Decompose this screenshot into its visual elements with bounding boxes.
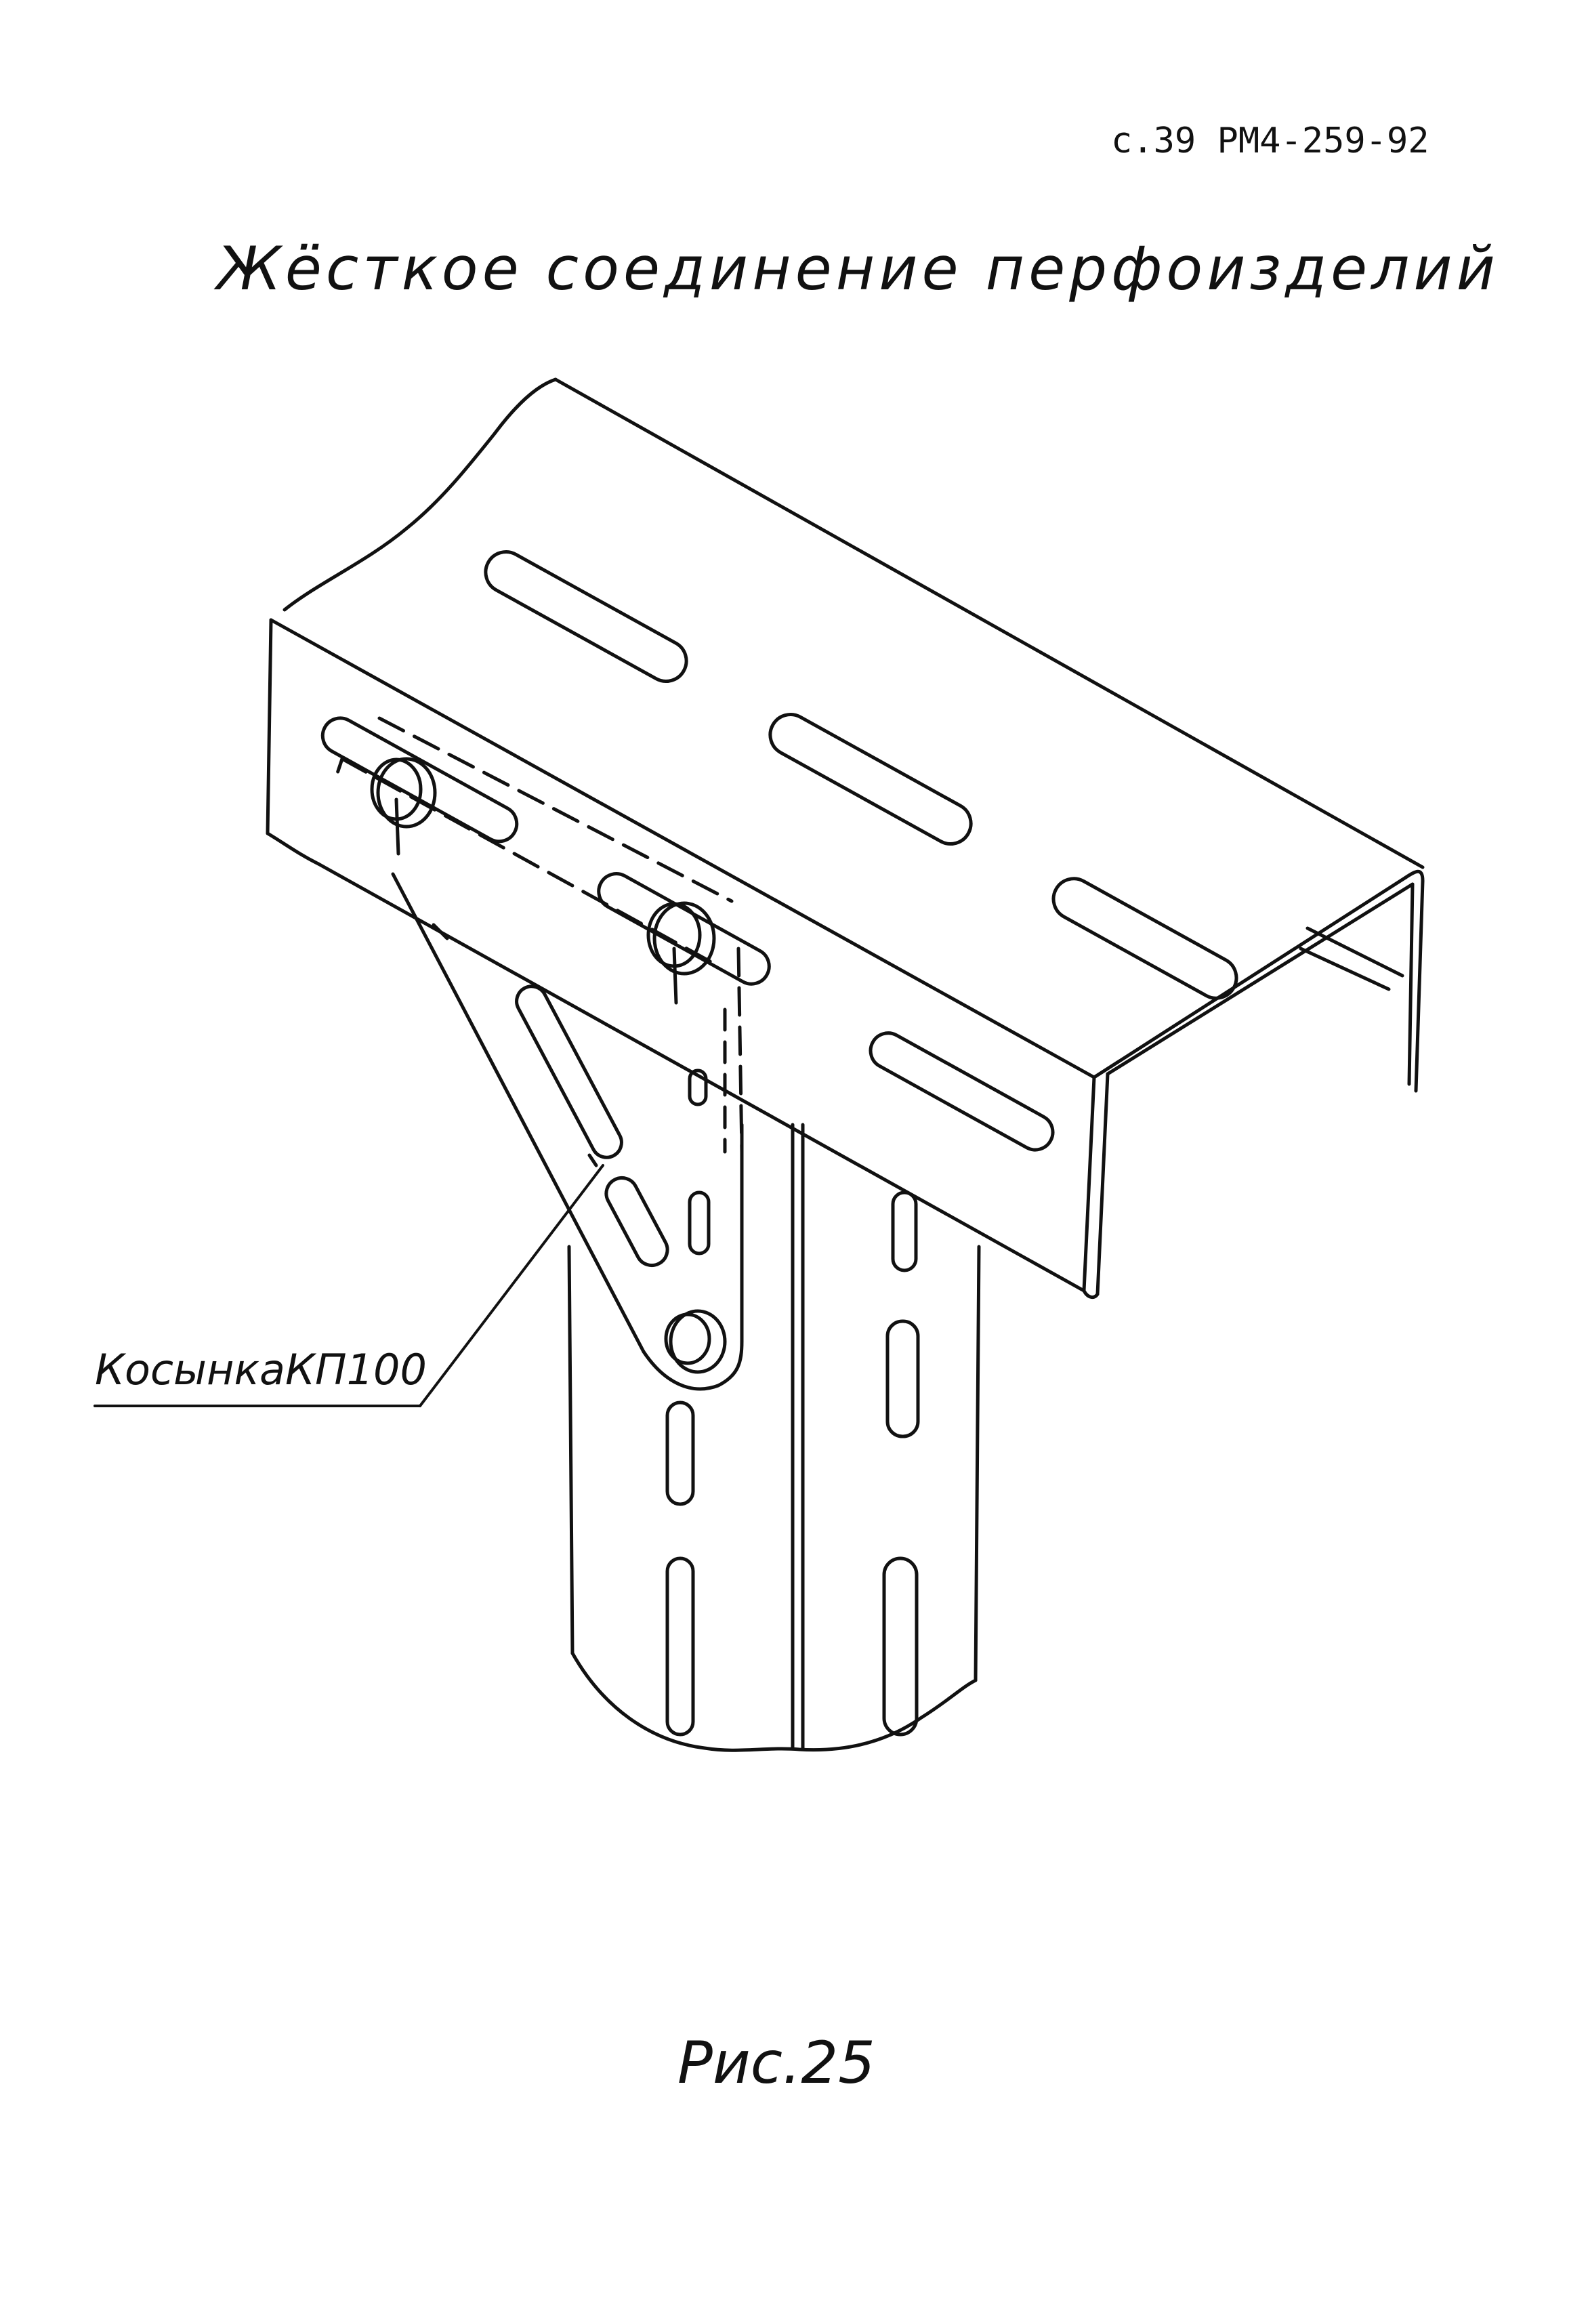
- bolts: [370, 757, 727, 1374]
- horizontal-channel: [266, 377, 1425, 1300]
- figure-caption: Рис.25: [677, 2029, 875, 2097]
- page-code: с.39 РМ4-259-92: [1111, 121, 1429, 161]
- perforated-post: [567, 1068, 981, 1752]
- gusset-callout-label: КосынкаКП100: [95, 1345, 427, 1394]
- callout-leader: [93, 1164, 604, 1407]
- gusset-plate: [333, 716, 744, 1391]
- page-title: Жёсткое соединение перфоизделий: [217, 234, 1499, 304]
